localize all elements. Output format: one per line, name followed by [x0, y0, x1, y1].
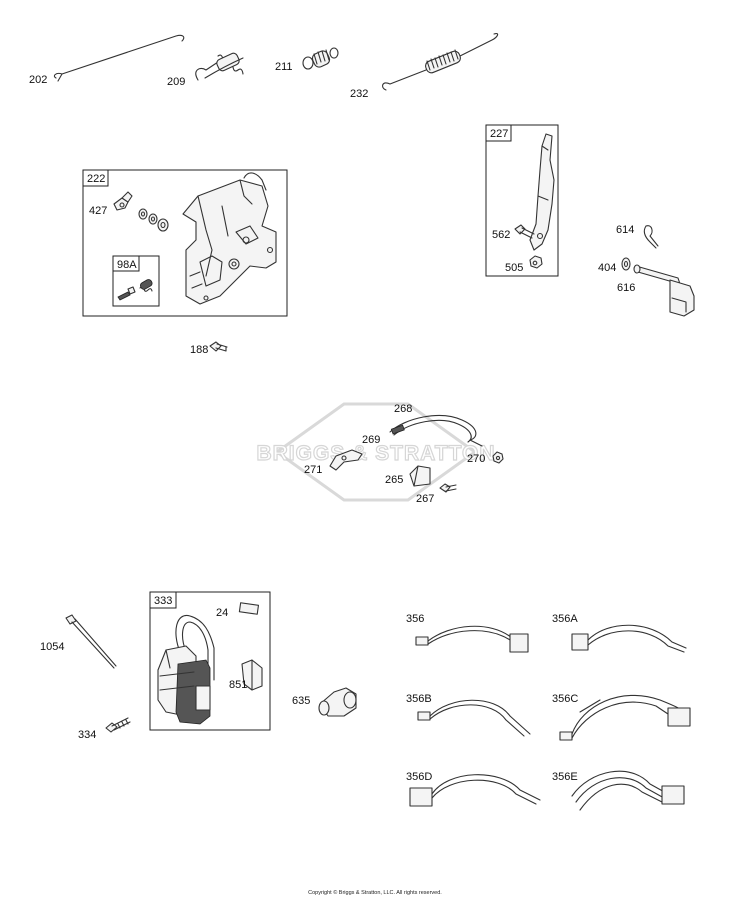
- watermark: BRIGGS & STRATTON: [256, 402, 495, 502]
- box-333-tag: [149, 591, 177, 609]
- part-404-washer: [621, 257, 631, 271]
- governor-bracket: [182, 172, 277, 305]
- part-211-spring: [302, 47, 339, 70]
- part-427-wing-nut: [113, 191, 133, 211]
- label-356: 356: [406, 613, 424, 625]
- part-209-spring: [195, 52, 244, 81]
- part-505-nut: [529, 255, 543, 269]
- label-356a: 356A: [552, 613, 578, 625]
- part-202-link: [53, 34, 185, 82]
- label-1054: 1054: [40, 641, 64, 653]
- label-98a: 98A: [117, 259, 137, 271]
- label-267: 267: [416, 493, 434, 505]
- part-562-screw: [514, 224, 535, 239]
- label-334: 334: [78, 729, 96, 741]
- part-356b-harness: [417, 699, 531, 737]
- label-265: 265: [385, 474, 403, 486]
- part-267-screw: [439, 483, 457, 493]
- part-270-nut: [492, 451, 504, 464]
- part-98a-screw-and-spring: [117, 279, 153, 301]
- box-227: [485, 124, 559, 277]
- box-227-tag: [485, 124, 512, 142]
- part-356e-harness: [571, 770, 685, 811]
- part-232-spring: [381, 33, 499, 91]
- label-222: 222: [87, 173, 105, 185]
- box-222-tag: [82, 169, 109, 187]
- label-227: 227: [490, 128, 508, 140]
- label-333: 333: [154, 595, 172, 607]
- label-356e: 356E: [552, 771, 578, 783]
- box-333: [149, 591, 271, 731]
- part-851-clip: [241, 659, 263, 691]
- ignition-armature: [157, 615, 215, 725]
- copyright-notice: Copyright © Briggs & Stratton, LLC. All …: [308, 890, 442, 896]
- control-lever: [529, 133, 555, 251]
- part-356-harness: [415, 625, 529, 653]
- label-404: 404: [598, 262, 616, 274]
- label-188: 188: [190, 344, 208, 356]
- box-98a-tag: [112, 255, 140, 272]
- label-614: 614: [616, 224, 634, 236]
- part-616-shaft: [633, 264, 695, 317]
- label-232: 232: [350, 88, 368, 100]
- part-188-screw: [209, 341, 228, 352]
- washers: [138, 208, 169, 232]
- label-211: 211: [275, 61, 293, 73]
- label-209: 209: [167, 76, 185, 88]
- label-635: 635: [292, 695, 310, 707]
- label-356d: 356D: [406, 771, 432, 783]
- part-614-hairpin-clip: [643, 225, 659, 249]
- label-271: 271: [304, 464, 322, 476]
- label-356b: 356B: [406, 693, 432, 705]
- part-265-clip: [409, 465, 431, 487]
- part-356d-harness: [409, 774, 541, 807]
- box-222: [82, 169, 288, 317]
- part-356a-harness: [571, 624, 687, 653]
- part-635-plug-boot: [318, 687, 357, 717]
- label-562: 562: [492, 229, 510, 241]
- label-356c: 356C: [552, 693, 578, 705]
- label-269: 269: [362, 434, 380, 446]
- label-202: 202: [29, 74, 47, 86]
- label-505: 505: [505, 262, 523, 274]
- label-270: 270: [467, 453, 485, 465]
- part-271-clamp: [329, 449, 363, 471]
- label-24: 24: [216, 607, 228, 619]
- part-334-screw: [105, 717, 131, 733]
- part-1054-cable-tie: [65, 614, 117, 669]
- part-356c-harness: [559, 695, 691, 741]
- label-268: 268: [394, 403, 412, 415]
- watermark-text: BRIGGS & STRATTON: [256, 442, 495, 465]
- label-427: 427: [89, 205, 107, 217]
- label-616: 616: [617, 282, 635, 294]
- part-268-cable: [389, 415, 483, 447]
- part-24-terminal: [238, 602, 260, 615]
- label-851: 851: [229, 679, 247, 691]
